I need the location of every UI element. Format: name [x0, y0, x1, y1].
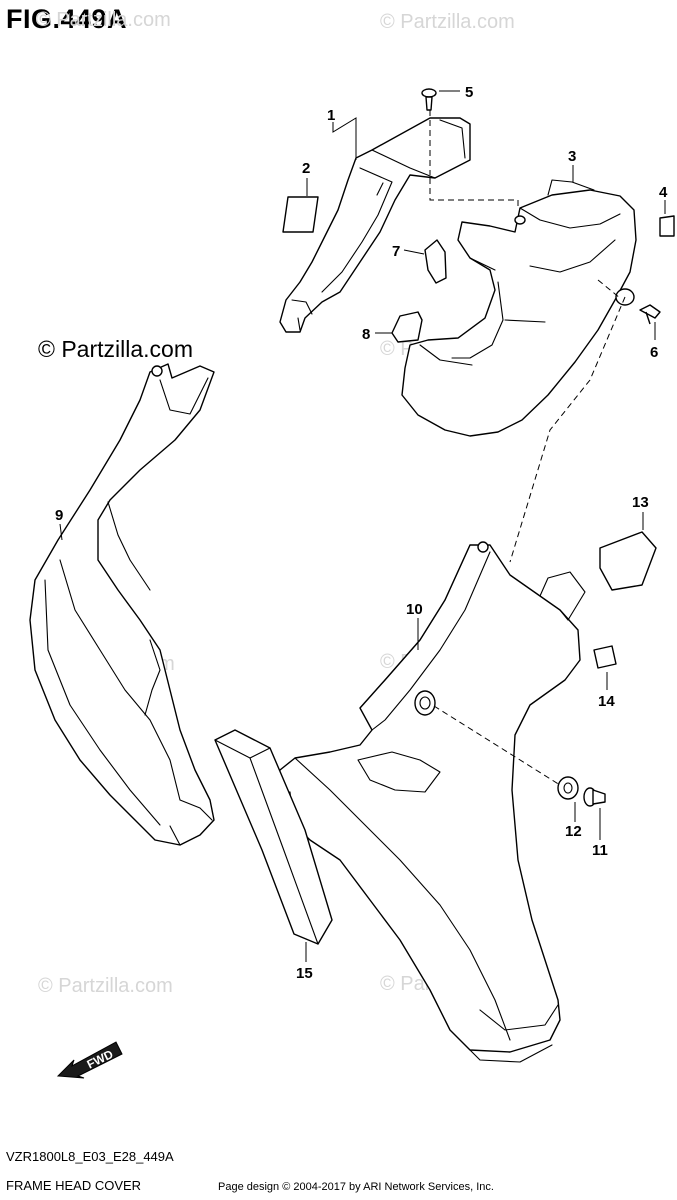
callout-12: 12	[565, 823, 582, 840]
callout-15: 15	[296, 965, 313, 982]
leader-lines	[59, 90, 666, 962]
part-5-screw	[421, 88, 437, 111]
part-15-foam-strip	[214, 729, 333, 945]
part-10-main-cover	[274, 541, 586, 1063]
page-name: FRAME HEAD COVER	[6, 1178, 142, 1193]
part-14-grommet	[593, 645, 617, 669]
watermark-text-dark: © Partzilla.com	[38, 336, 193, 362]
callout-13: 13	[632, 494, 649, 511]
watermark-text: © Partzilla.com	[38, 975, 173, 997]
callout-5: 5	[465, 84, 473, 101]
callout-2: 2	[302, 160, 310, 177]
callout-3: 3	[568, 148, 576, 165]
callout-9: 9	[55, 507, 63, 524]
figure-title: FIG.449A	[6, 4, 128, 34]
part-12-grommet	[557, 776, 579, 800]
watermark-text: © Partzilla.com	[36, 9, 171, 31]
alignment-lines	[429, 110, 626, 786]
part-13-pad	[599, 531, 657, 591]
part-11-bolt	[583, 787, 606, 807]
part-4-clip	[659, 215, 675, 237]
part-1-upper-bracket	[279, 117, 471, 333]
part-8-pad	[391, 311, 423, 343]
part-3-head-cover	[401, 179, 637, 437]
part-9-left-cover	[29, 363, 215, 846]
callout-10: 10	[406, 601, 423, 618]
model-code: VZR1800L8_E03_E28_449A	[6, 1149, 174, 1164]
part-7-pad	[424, 239, 447, 284]
callout-6: 6	[650, 344, 658, 361]
callout-4: 4	[659, 184, 668, 201]
callout-1: 1	[327, 107, 335, 124]
watermark-text: © Partzilla.com	[380, 11, 515, 33]
callout-11: 11	[592, 842, 608, 859]
forward-arrow-icon: FWD	[56, 1041, 123, 1079]
callout-8: 8	[362, 326, 370, 343]
callout-14: 14	[598, 693, 615, 710]
part-2-pad	[282, 196, 319, 233]
copyright-credit: Page design © 2004-2017 by ARI Network S…	[218, 1181, 494, 1193]
part-6-bolt	[639, 304, 661, 325]
callout-7: 7	[392, 243, 400, 260]
callout-labels: 1 2 3 4 5 6 7 8 9 10 11 12 13 14 15	[55, 84, 668, 982]
